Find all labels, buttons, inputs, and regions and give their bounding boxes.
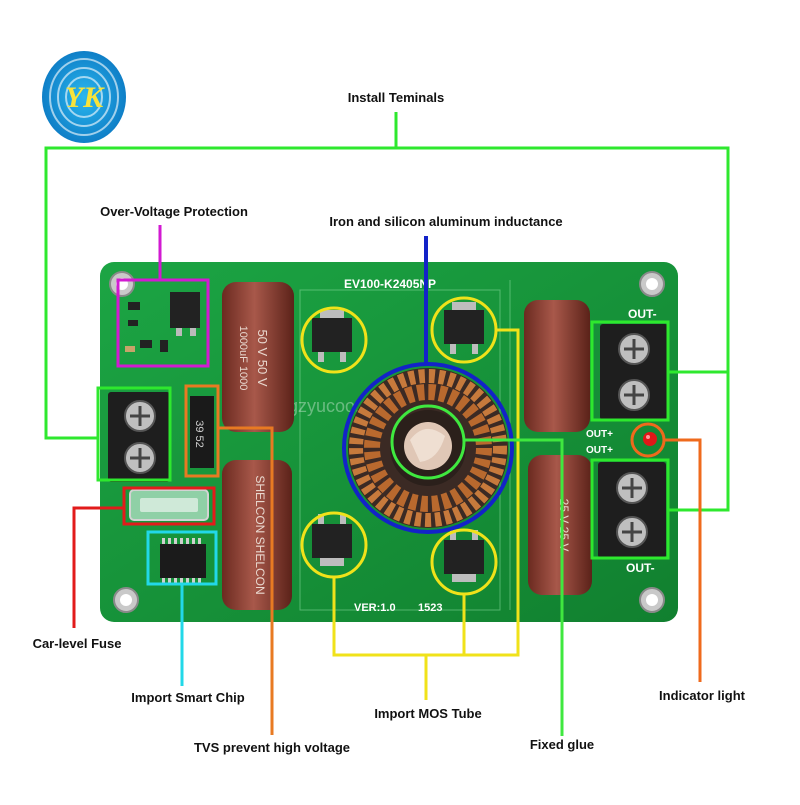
label-indicator: Indicator light [659, 688, 745, 703]
cap-right-bottom-text: 25 V 25 V [557, 499, 571, 552]
label-fixed-glue: Fixed glue [529, 737, 595, 752]
smart-chip-callout [146, 530, 218, 686]
inductance-callout [342, 236, 514, 534]
capacitor-left-bottom: SHELCON SHELCON [222, 460, 292, 610]
board-date-code: 1523 [418, 602, 442, 614]
label-install-terminals: Install Teminals [347, 90, 445, 105]
mos-tube-callout [300, 296, 520, 700]
over-voltage-circuit [125, 292, 200, 352]
label-over-voltage: Over-Voltage Protection [100, 204, 248, 219]
cap-left-top-text-2: 1000uF 1000 [237, 326, 249, 391]
brand-logo: YK [42, 51, 126, 143]
capacitor-right-top [524, 300, 590, 432]
board-model-text: EV100-K2405NP [344, 277, 436, 291]
fuse-component [129, 489, 209, 521]
logo-text: YK [65, 81, 105, 114]
out-minus-top-label: OUT- [628, 307, 657, 321]
input-terminal-block [108, 392, 170, 482]
capacitor-left-top: 50 V 50 V 1000uF 1000 [222, 282, 294, 432]
out-minus-bottom-label: OUT- [626, 561, 655, 575]
label-smart-chip: Import Smart Chip [131, 690, 245, 705]
tvs-code: 39 52 [193, 420, 205, 448]
board-version-text: VER:1.0 [354, 602, 396, 614]
fuse-callout [72, 486, 216, 628]
tvs-callout [184, 384, 274, 735]
label-tvs: TVS prevent high voltage [193, 740, 351, 755]
out-plus-label-1: OUT+ [586, 429, 613, 440]
indicator-led [643, 432, 657, 446]
toroid-inductor [348, 368, 508, 528]
label-car-fuse: Car-level Fuse [32, 636, 122, 651]
indicator-callout [630, 422, 702, 682]
label-inductance: Iron and silicon aluminum inductance [329, 214, 563, 229]
cap-left-bottom-text: SHELCON SHELCON [253, 475, 267, 594]
mos-tube-2 [444, 302, 484, 354]
output-terminal-block-bottom [598, 462, 666, 558]
capacitor-right-bottom: 25 V 25 V [528, 455, 592, 595]
install-terminals-callout [44, 112, 730, 560]
over-voltage-callout [116, 225, 210, 368]
smart-chip-component [160, 538, 206, 584]
cap-left-top-text: 50 V 50 V [255, 329, 270, 386]
label-mos-tube: Import MOS Tube [374, 706, 482, 721]
mos-tube-3 [312, 514, 352, 566]
tvs-diode: 39 52 [190, 396, 214, 468]
out-plus-label-2: OUT+ [586, 445, 613, 456]
output-terminal-block-top [600, 324, 668, 420]
fixed-glue-callout [390, 404, 564, 736]
mos-tube-4 [444, 530, 484, 582]
mos-tube-1 [312, 310, 352, 362]
